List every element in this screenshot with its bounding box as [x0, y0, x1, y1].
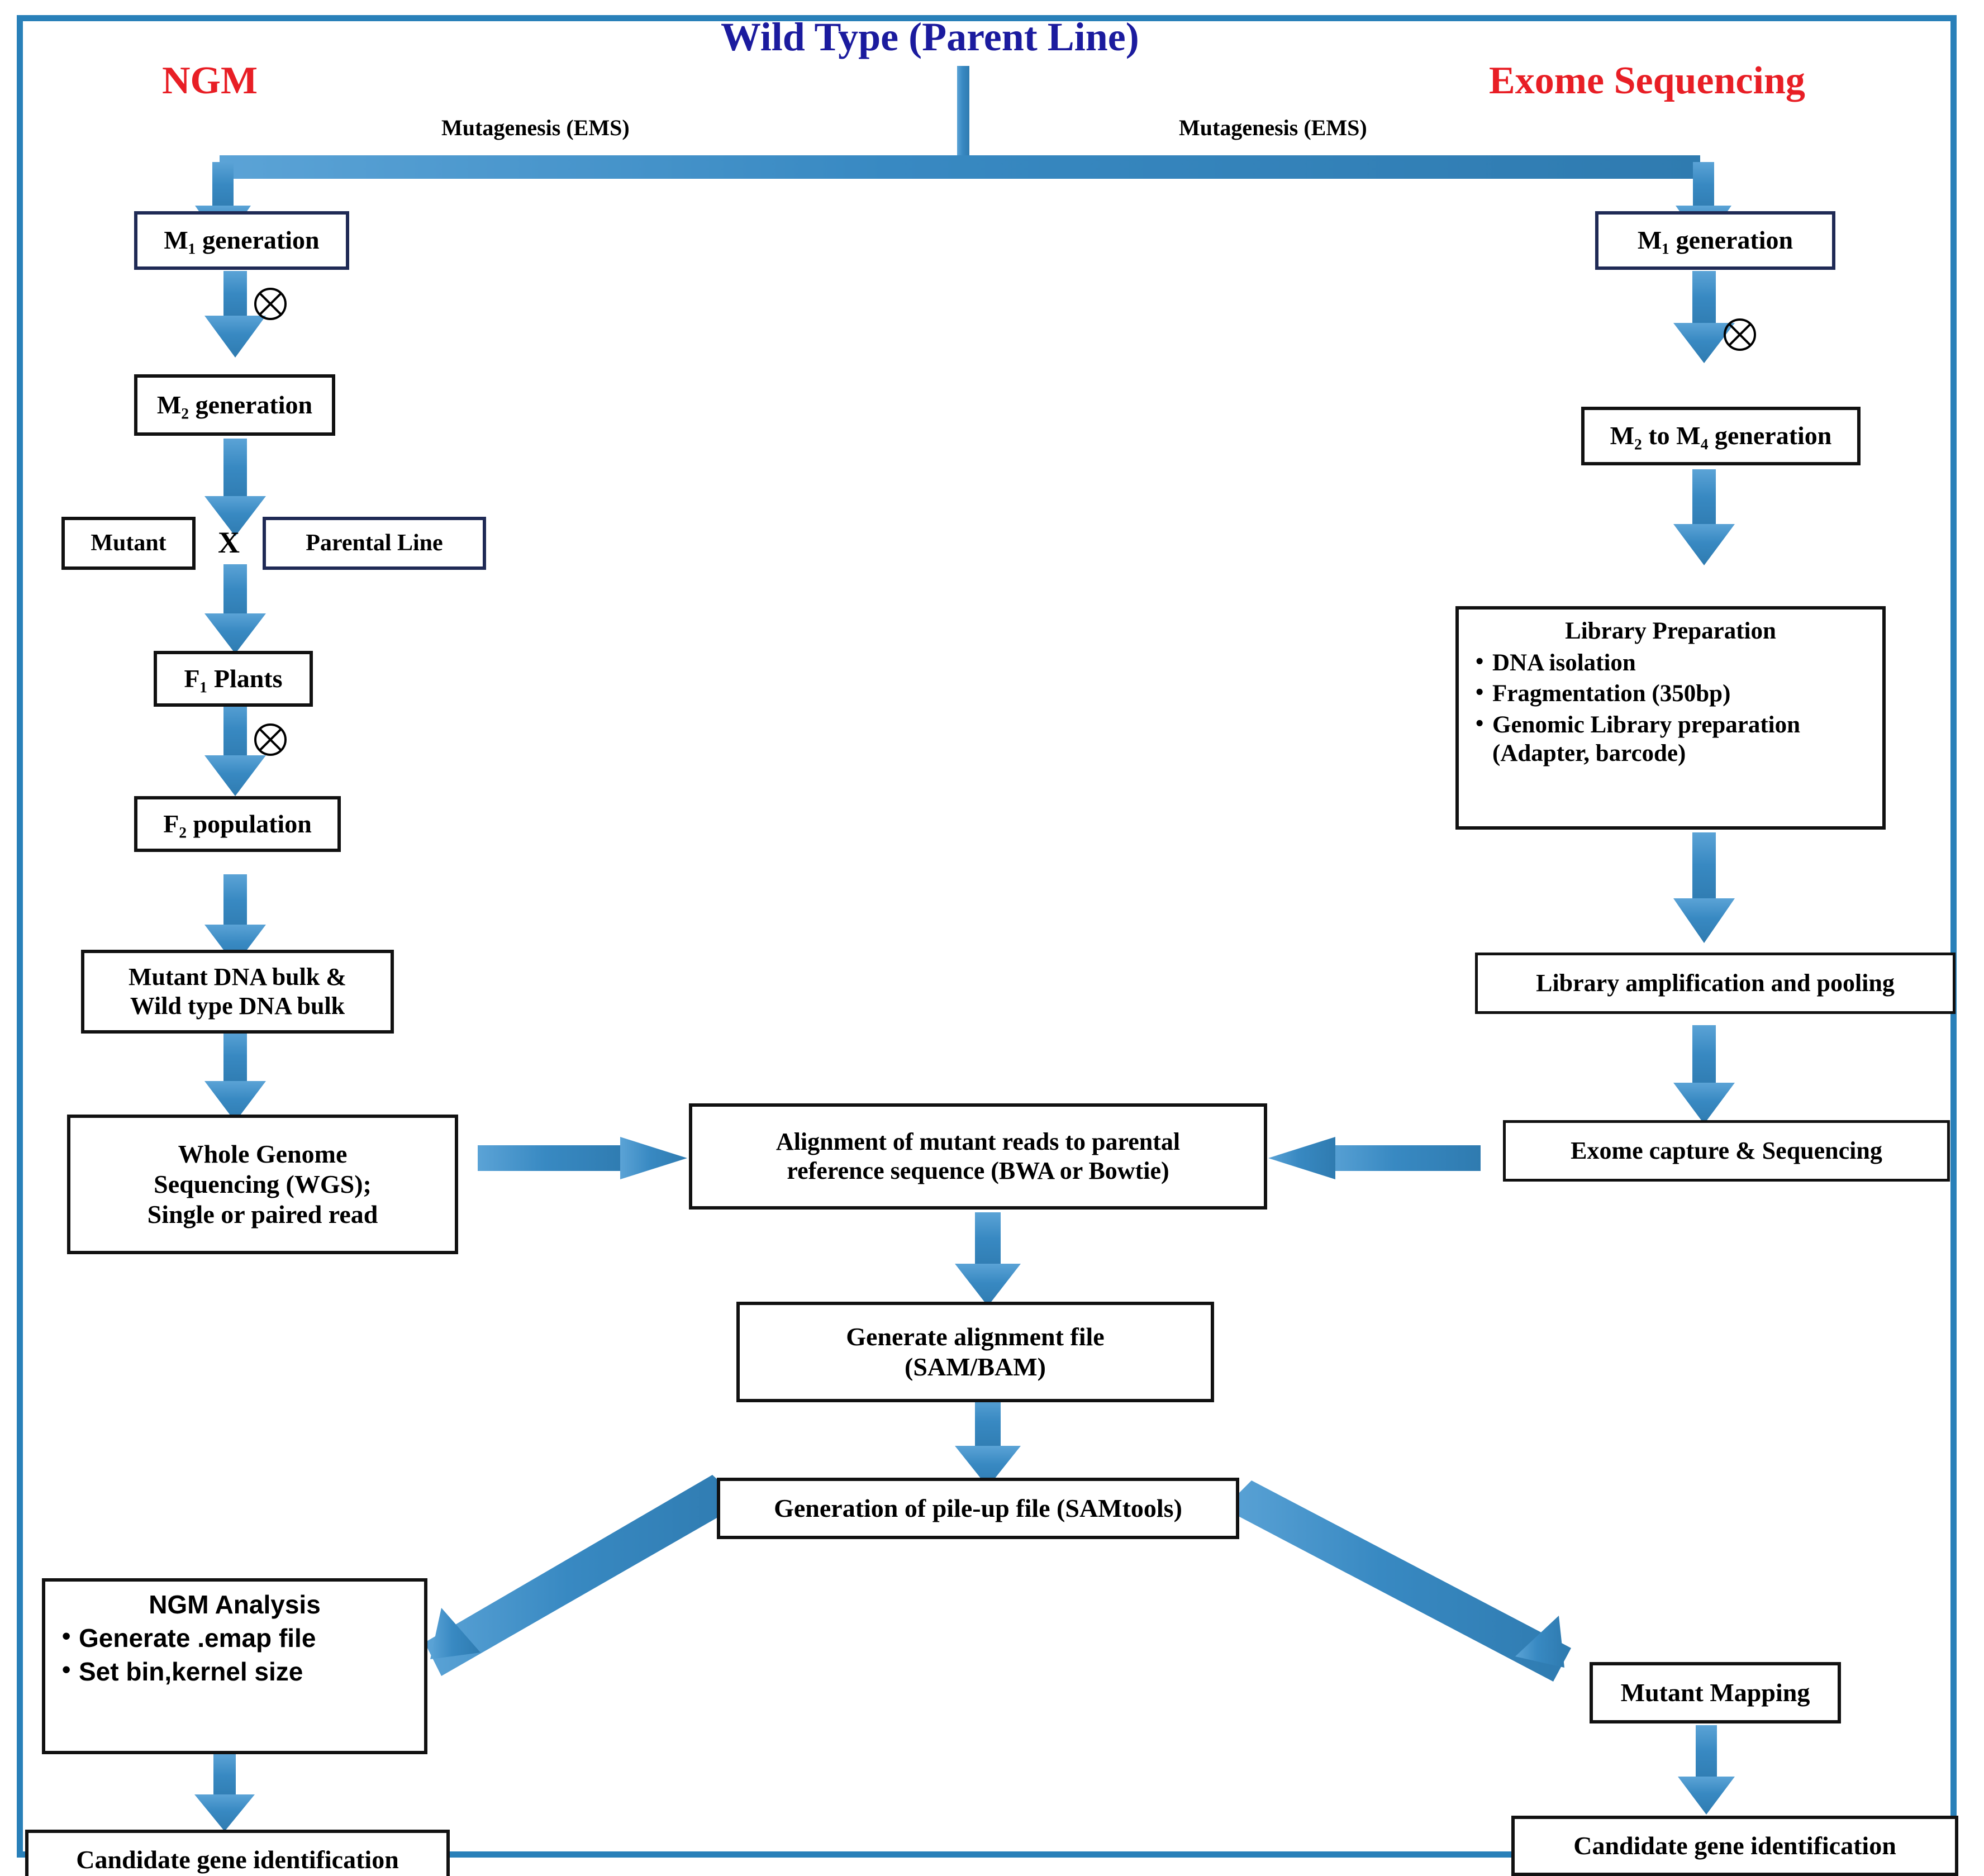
node-label-line2: Sequencing (WGS); — [154, 1169, 372, 1198]
node-m1-generation-left[interactable]: M₁ generation — [134, 211, 349, 270]
page-title-wildtype: Wild Type (Parent Line) — [721, 15, 1139, 59]
node-exome-capture-sequencing[interactable]: Exome capture & Sequencing — [1503, 1120, 1950, 1182]
node-label-line3: Single or paired read — [147, 1200, 378, 1229]
node-label-line1: Mutant DNA bulk & — [129, 963, 346, 991]
edge-label-mutagenesis-left: Mutagenesis (EMS) — [441, 115, 630, 140]
node-label: Candidate gene identification — [76, 1845, 399, 1874]
node-label: M₁ generation — [164, 226, 320, 255]
list-item: Generate .emap file — [62, 1622, 414, 1653]
node-label: Generation of pile-up file (SAMtools) — [774, 1493, 1182, 1522]
selfing-cross-icon-m1-right — [1724, 318, 1756, 351]
node-parental-line[interactable]: Parental Line — [263, 517, 486, 570]
node-label: Mutant — [91, 530, 166, 556]
diagram-frame — [17, 15, 1957, 1858]
list-item: Fragmentation (350bp) — [1476, 679, 1872, 708]
node-candidate-gene-right[interactable]: Candidate gene identification — [1511, 1816, 1958, 1876]
node-label: Mutant Mapping — [1620, 1678, 1810, 1707]
node-f1-plants[interactable]: F₁ Plants — [154, 651, 313, 707]
selfing-cross-icon-f1 — [254, 723, 287, 756]
node-label-line1: Generate alignment file — [846, 1322, 1105, 1351]
node-label: F₁ Plants — [184, 664, 283, 693]
node-library-amplification[interactable]: Library amplification and pooling — [1475, 953, 1956, 1014]
node-dna-bulks[interactable]: Mutant DNA bulk & Wild type DNA bulk — [81, 950, 394, 1034]
node-label: Library amplification and pooling — [1536, 969, 1895, 997]
list-item: Set bin,kernel size — [62, 1655, 414, 1687]
node-alignment[interactable]: Alignment of mutant reads to parental re… — [689, 1103, 1267, 1210]
node-label: M₂ generation — [156, 390, 313, 419]
node-label-line2: Wild type DNA bulk — [130, 992, 345, 1020]
page-title-ngm: NGM — [162, 59, 258, 102]
node-label-line2: (SAM/BAM) — [905, 1353, 1046, 1381]
node-label-line2: reference sequence (BWA or Bowtie) — [787, 1157, 1169, 1184]
node-label-line1: Whole Genome — [178, 1139, 348, 1168]
library-prep-list: DNA isolation Fragmentation (350bp) Geno… — [1469, 648, 1872, 768]
list-item: Genomic Library preparation (Adapter, ba… — [1476, 710, 1872, 768]
node-mutant-mapping[interactable]: Mutant Mapping — [1590, 1662, 1841, 1723]
node-ngm-analysis[interactable]: NGM Analysis Generate .emap file Set bin… — [42, 1578, 427, 1754]
node-m2-generation[interactable]: M₂ generation — [134, 374, 335, 436]
node-mutant[interactable]: Mutant — [61, 517, 196, 570]
node-m2-to-m4-generation[interactable]: M₂ to M₄ generation — [1581, 407, 1861, 465]
node-label-line1: Alignment of mutant reads to parental — [775, 1128, 1181, 1156]
node-generate-alignment-file[interactable]: Generate alignment file (SAM/BAM) — [736, 1302, 1214, 1402]
edge-label-mutagenesis-right: Mutagenesis (EMS) — [1179, 115, 1367, 140]
node-m1-generation-right[interactable]: M₁ generation — [1595, 211, 1835, 270]
list-item: DNA isolation — [1476, 648, 1872, 678]
page-title-exome: Exome Sequencing — [1489, 59, 1805, 102]
node-label: Parental Line — [306, 530, 443, 556]
node-candidate-gene-left[interactable]: Candidate gene identification — [25, 1830, 450, 1876]
node-header: NGM Analysis — [149, 1590, 321, 1619]
node-label: F₂ population — [163, 809, 312, 838]
node-library-preparation[interactable]: Library Preparation DNA isolation Fragme… — [1455, 606, 1886, 830]
node-header: Library Preparation — [1565, 618, 1776, 644]
node-f2-population[interactable]: F₂ population — [134, 796, 341, 852]
selfing-cross-icon-m1 — [254, 288, 287, 320]
node-whole-genome-sequencing[interactable]: Whole Genome Sequencing (WGS); Single or… — [67, 1115, 458, 1254]
node-generate-pileup-file[interactable]: Generation of pile-up file (SAMtools) — [717, 1478, 1239, 1539]
node-label: Candidate gene identification — [1573, 1831, 1896, 1860]
ngm-analysis-list: Generate .emap file Set bin,kernel size — [55, 1622, 414, 1687]
node-label: M₂ to M₄ generation — [1610, 421, 1832, 450]
cross-symbol-x: X — [218, 526, 240, 559]
node-label: Exome capture & Sequencing — [1571, 1137, 1882, 1165]
node-label: M₁ generation — [1637, 226, 1793, 255]
